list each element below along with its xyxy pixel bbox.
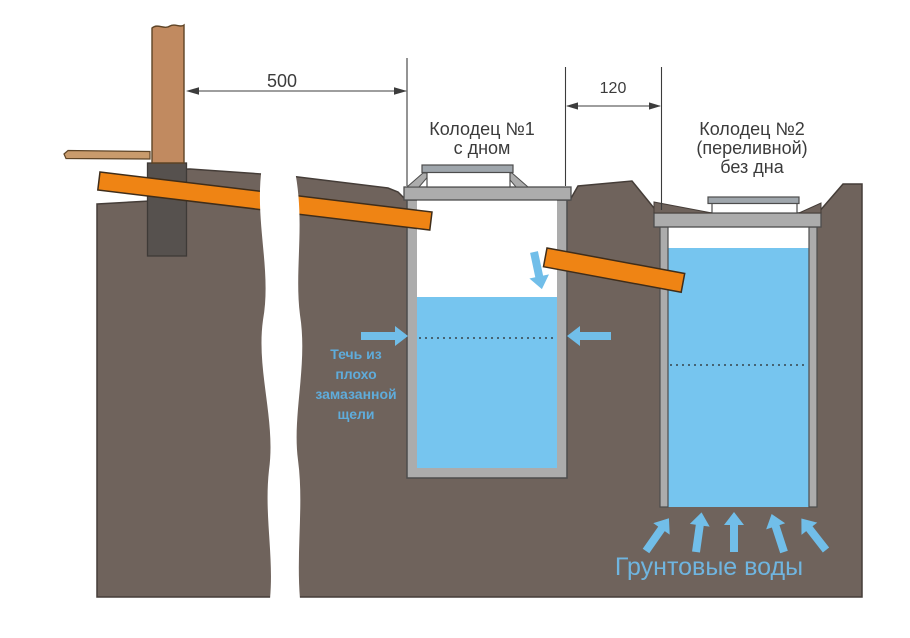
well2-collar-slab xyxy=(653,212,822,228)
dimension-120-label: 120 xyxy=(599,80,627,97)
overflow-pipe xyxy=(542,247,686,294)
well1-neck xyxy=(426,171,511,188)
groundwater-arrow-1-icon xyxy=(642,518,670,554)
dimension-500 xyxy=(186,58,408,186)
well1-lid xyxy=(421,164,514,174)
well1-collar-slab xyxy=(403,186,572,201)
well1-title-line2: с дном xyxy=(453,138,511,158)
floor-plank xyxy=(63,149,151,160)
wooden-post xyxy=(151,23,185,164)
well2-title: Колодец №2 (переливной) без дна xyxy=(672,120,832,177)
well2-neck xyxy=(711,202,798,214)
well1-water xyxy=(417,297,557,468)
groundwater-label: Грунтовые воды xyxy=(614,553,804,581)
well2 xyxy=(653,196,822,508)
post-footing xyxy=(146,162,188,257)
leak-annotation-line3: замазанной xyxy=(315,386,397,402)
well2-lid xyxy=(707,196,800,205)
well2-soil-wedge-left xyxy=(653,201,713,214)
dimension-500-label: 500 xyxy=(266,71,298,91)
leak-annotation-line1: Течь из xyxy=(330,346,382,362)
dimension-120 xyxy=(564,67,663,210)
well2-title-line2: (переливной) xyxy=(696,138,808,158)
well1 xyxy=(403,164,572,479)
well2-title-line3: без дна xyxy=(720,157,784,177)
well2-water xyxy=(668,248,809,507)
groundwater-arrow-2-icon xyxy=(689,512,710,553)
leak-annotation-line2: плохо xyxy=(335,366,377,382)
break-wave xyxy=(259,166,303,599)
leak-arrow-left-icon xyxy=(361,326,408,346)
groundwater-arrow-5-icon xyxy=(801,518,830,553)
leak-arrow-right-icon xyxy=(567,326,611,346)
groundwater-arrow-3-icon xyxy=(724,512,744,552)
groundwater-arrow-4-icon xyxy=(766,513,788,554)
well2-title-line1: Колодец №2 xyxy=(699,119,805,139)
leak-annotation-line4: щели xyxy=(337,406,375,422)
well2-wall-right xyxy=(808,226,818,508)
well1-title-line1: Колодец №1 xyxy=(429,119,535,139)
well2-soil-wedge-right xyxy=(798,202,822,214)
inflow-arrow-icon xyxy=(529,251,549,290)
leak-annotation: Течь из плохо замазанной щели xyxy=(276,344,436,424)
well1-title: Колодец №1 с дном xyxy=(402,120,562,158)
